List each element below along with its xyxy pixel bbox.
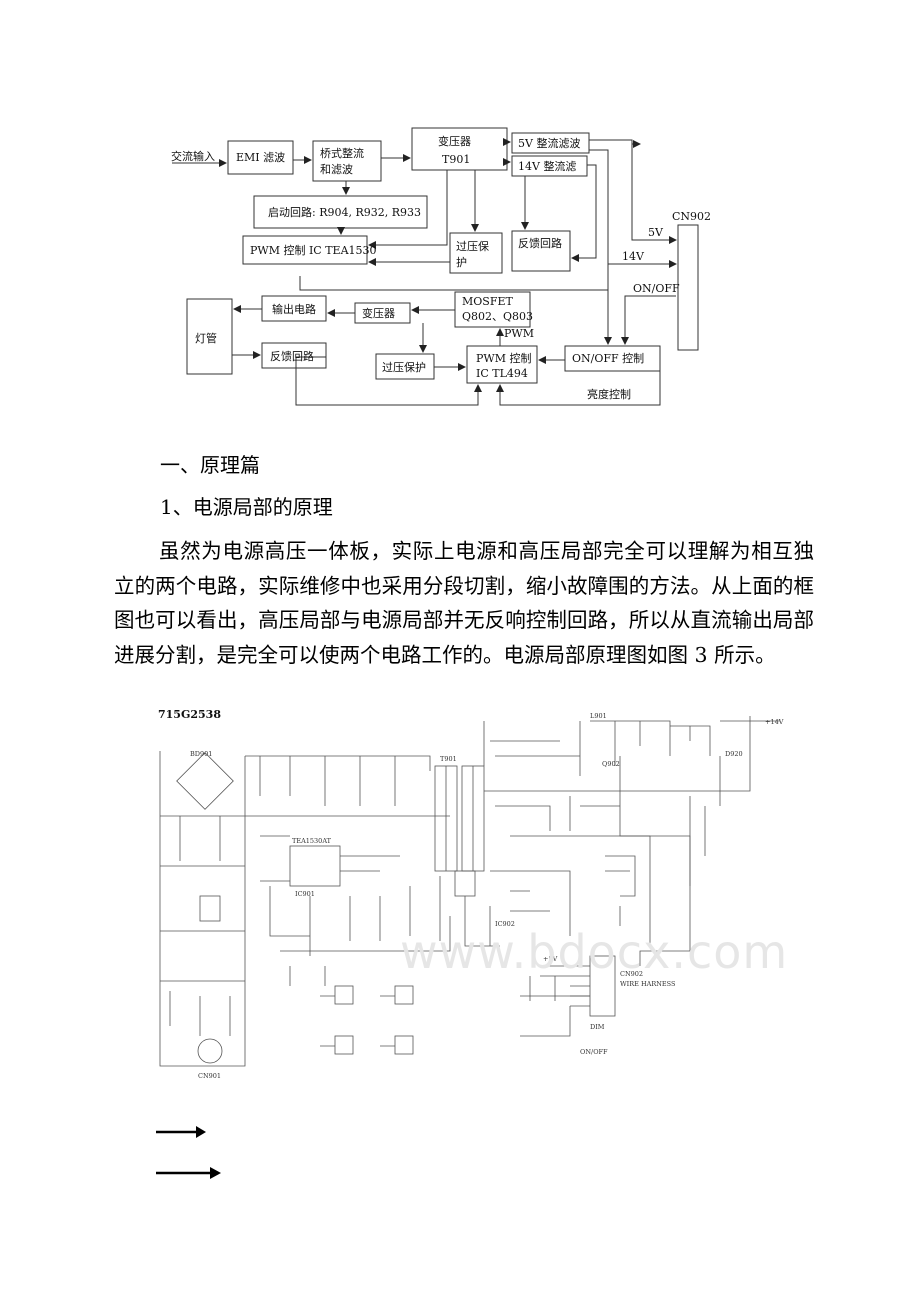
feedback-1-label: 反馈回路 bbox=[518, 237, 562, 250]
pwm-ic-label: PWM 控制 IC TEA1530 bbox=[250, 243, 377, 257]
label-onoff: ON/OFF bbox=[580, 1048, 608, 1056]
lamp-label: 灯管 bbox=[195, 331, 217, 345]
label-cn901: CN901 bbox=[198, 1072, 221, 1080]
legend-arrows bbox=[156, 1126, 221, 1179]
14v-line-label: 14V bbox=[622, 250, 645, 263]
label-q902: Q902 bbox=[602, 760, 620, 768]
label-ic901: IC901 bbox=[295, 890, 315, 898]
label-bd901: BD901 bbox=[190, 750, 212, 758]
5v-line-label: 5V bbox=[648, 226, 664, 239]
pwm-ic-2-label-1: PWM 控制 bbox=[476, 351, 531, 365]
block-diagram: 交流输入 EMI 滤波 桥式整流 和滤波 变压器 T901 5V 整流滤波 14… bbox=[171, 127, 711, 406]
label-ic902: IC902 bbox=[495, 920, 515, 928]
section-heading: 一、原理篇 bbox=[160, 453, 260, 477]
ac-input-label: 交流输入 bbox=[171, 149, 215, 163]
arrow-icon-2 bbox=[156, 1167, 221, 1179]
label-t901: T901 bbox=[440, 755, 457, 763]
arrow-icon-1 bbox=[156, 1126, 206, 1138]
power-supply-schematic: 715G2538 BD901 T901 IC901 TEA1530AT L901… bbox=[158, 708, 784, 1080]
emi-filter-label: EMI 滤波 bbox=[236, 151, 285, 164]
out-5v-label: 5V 整流滤波 bbox=[518, 136, 580, 150]
pwm-signal-label: PWM bbox=[504, 327, 534, 340]
overvoltage-1-label-1: 过压保 bbox=[456, 239, 489, 253]
bridge-label-1: 桥式整流 bbox=[320, 146, 364, 160]
inverter-transformer-label: 变压器 bbox=[362, 306, 395, 320]
onoff-control-label: ON/OFF 控制 bbox=[572, 351, 644, 365]
brightness-label: 亮度控制 bbox=[587, 387, 631, 401]
transformer-label-1: 变压器 bbox=[438, 134, 471, 148]
out-14v-label: 14V 整流滤 bbox=[518, 159, 576, 173]
feedback-2-label: 反馈回路 bbox=[270, 350, 314, 363]
bridge-label-2: 和滤波 bbox=[320, 163, 353, 176]
watermark: www.bdocx.com bbox=[400, 925, 789, 979]
cn902-label: CN902 bbox=[672, 210, 711, 223]
onoff-line-label: ON/OFF bbox=[633, 282, 680, 295]
body-paragraph: 虽然为电源高压一体板，实际上电源和高压局部完全可以理解为相互独立的两个电路，实际… bbox=[114, 539, 814, 667]
overvoltage-1-label-2: 护 bbox=[456, 255, 467, 269]
label-cn902: CN902 bbox=[620, 970, 643, 978]
startup-label: 启动回路: R904, R932, R933 bbox=[268, 206, 421, 219]
label-harness: WIRE HARNESS bbox=[620, 980, 675, 988]
mosfet-label-2: Q802、Q803 bbox=[462, 310, 533, 323]
label-tea1530: TEA1530AT bbox=[292, 837, 332, 845]
subsection-heading: 1、电源局部的原理 bbox=[160, 495, 333, 519]
mosfet-label-1: MOSFET bbox=[462, 295, 513, 308]
transformer-label-2: T901 bbox=[442, 153, 470, 166]
output-circuit-label: 输出电路 bbox=[272, 302, 316, 316]
label-l901: L901 bbox=[590, 712, 607, 720]
overvoltage-2-label: 过压保护 bbox=[382, 360, 426, 374]
label-plus5v: +5V bbox=[543, 955, 558, 963]
label-d920: D920 bbox=[725, 750, 743, 758]
schematic-board-id: 715G2538 bbox=[158, 708, 221, 721]
label-dim: DIM bbox=[590, 1023, 605, 1031]
pwm-ic-2-label-2: IC TL494 bbox=[476, 367, 528, 380]
label-plus14v: +14V bbox=[765, 718, 784, 726]
